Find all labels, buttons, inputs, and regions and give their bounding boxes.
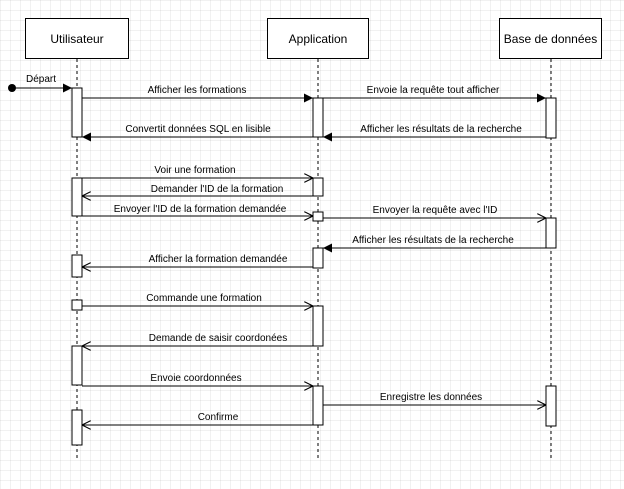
activation-bar: [312, 247, 324, 269]
message-label: Commande une formation: [146, 293, 262, 304]
participant-utilisateur[interactable]: Utilisateur: [25, 18, 129, 59]
message-label: Demande de saisir coordonées: [149, 333, 287, 344]
participant-label: Application: [288, 31, 348, 46]
activation-bar: [71, 299, 83, 311]
activation-bar: [312, 177, 324, 197]
message-label: Envoie la requête tout afficher: [367, 85, 500, 96]
activation-bar: [312, 385, 324, 426]
message-label: Afficher les résultats de la recherche: [360, 124, 522, 135]
activation-bar: [545, 97, 557, 139]
activation-bar: [71, 254, 83, 278]
activation-bar: [312, 305, 324, 347]
activation-bar: [545, 385, 557, 427]
message-label: Confirme: [198, 412, 239, 423]
activation-bar: [71, 345, 83, 386]
message-label: Envoyer l'ID de la formation demandée: [114, 204, 287, 215]
message-label: Demander l'ID de la formation: [151, 184, 284, 195]
activation-bar: [312, 97, 324, 138]
activation-bar: [71, 409, 83, 446]
message-label: Afficher les formations: [148, 85, 247, 96]
message-label: Envoyer la requête avec l'ID: [373, 205, 498, 216]
participant-label: Base de données: [503, 31, 598, 46]
activation-bar: [71, 177, 83, 217]
activation-bar: [545, 217, 557, 249]
message-label: Convertit données SQL en lisible: [125, 124, 271, 135]
message-label: Afficher les résultats de la recherche: [352, 235, 514, 246]
start-label: Départ: [26, 74, 56, 85]
activation-bar: [71, 87, 83, 138]
participant-base-de-donnees[interactable]: Base de données: [499, 18, 602, 59]
participant-label: Utilisateur: [50, 31, 104, 46]
activation-bar: [312, 211, 324, 222]
message-label: Voir une formation: [154, 165, 235, 176]
message-label: Enregistre les données: [380, 392, 482, 403]
message-label: Afficher la formation demandée: [149, 254, 288, 265]
message-label: Envoie coordonnées: [150, 373, 241, 384]
participant-application[interactable]: Application: [267, 18, 369, 59]
